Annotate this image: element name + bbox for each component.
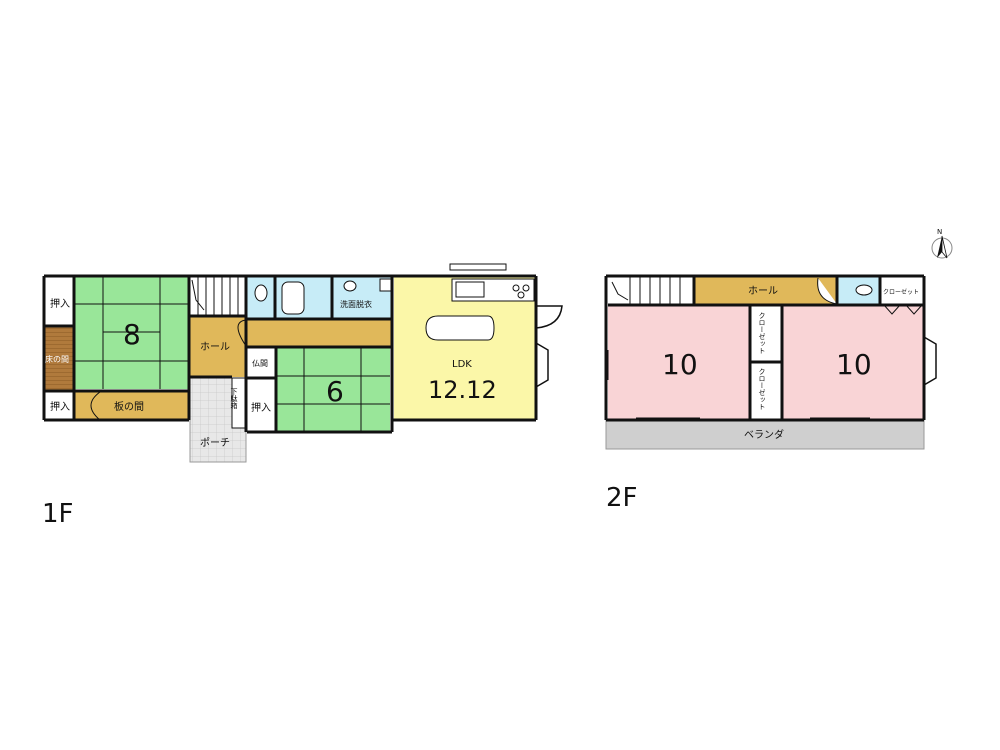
floor-1-plan: 押入 8 床の間 押入 板の間 ホール 仏間 下駄箱 押入 ポーチ 6 洗面脱衣… [42,263,563,529]
label-closet-small: クローゼット [883,288,919,296]
label-tokonoma: 床の間 [45,354,69,364]
label-room-right: 10 [836,348,872,381]
label-closet-a: クローゼット [758,312,766,354]
washer-icon [379,278,393,292]
floor-1-label: 1F [42,499,74,529]
label-itanoma: 板の間 [114,400,144,413]
windows-2f [607,350,870,419]
bay-window [535,342,549,388]
toilet-2f-icon [855,284,873,296]
label-tatami-8: 8 [123,318,141,351]
compass-icon: N [931,228,953,259]
tatami-6-room [276,348,390,433]
label-hall-1f: ホール [200,341,230,353]
label-tatami-6: 6 [326,375,344,408]
hall-2f [695,276,837,304]
floor-2-plan: ホール クローゼット 10 10 クローゼット クローゼット ベランダ 2F [604,274,937,513]
label-porch: ポーチ [200,437,230,449]
ldk-door [535,305,563,329]
sink-icon [343,280,357,292]
itanoma-room [75,390,189,420]
hall-1f [190,317,246,377]
label-hall-2f: ホール [748,285,778,297]
hall-door [237,319,247,347]
oshiire-top-room [44,276,74,326]
floor-2-label: 2F [606,483,638,513]
tatami-8-lines [75,276,189,389]
stairs-2f-steps [611,276,681,304]
label-oshiire-top: 押入 [50,297,70,310]
walls-1f [42,274,538,434]
veranda-area [605,419,925,450]
stairs-1f-steps [191,276,239,316]
closet-small-2f [881,276,924,304]
butsuma-room [247,348,275,378]
tokonoma-room [44,327,74,390]
bathtub-icon [281,281,305,315]
label-ldk-size: 12.12 [428,376,497,404]
bay-window-2f [923,336,937,386]
compass-north-label: N [937,228,942,236]
ldk-top-window [449,263,507,271]
oshiire-bottom-room [44,392,74,420]
label-oshiire-bottom: 押入 [50,400,70,413]
kitchen-island [425,315,495,341]
label-ldk: LDK [452,359,472,370]
oshiire-mid-room [247,380,275,432]
label-butsuma: 仏間 [252,359,268,368]
label-closet-b: クローゼット [758,368,766,410]
tatami-6-lines [276,348,390,433]
hall-2f-door [817,277,838,305]
label-getabako: 下駄箱 [230,388,238,410]
stove-icon-3 [517,291,525,299]
label-room-left: 10 [662,348,698,381]
toilet-icon [254,284,268,302]
stairs-1f [190,276,246,316]
label-oshiire-mid: 押入 [251,401,271,414]
bedroom-right-2f [782,306,924,420]
closet-small-door [883,304,923,315]
bedroom-left-2f [608,306,750,420]
corridor-1f [247,320,392,347]
walls-2f [604,274,926,422]
kitchen-sink-icon [455,281,485,298]
closet-a-2f [751,306,781,362]
stove-icon-2 [522,284,530,292]
itanoma-door [90,391,101,421]
closet-b-2f [751,363,781,420]
label-senmen: 洗面脱衣 [340,299,372,309]
stairs-2f [608,276,694,304]
stove-icon [512,284,520,292]
label-veranda: ベランダ [744,428,784,441]
